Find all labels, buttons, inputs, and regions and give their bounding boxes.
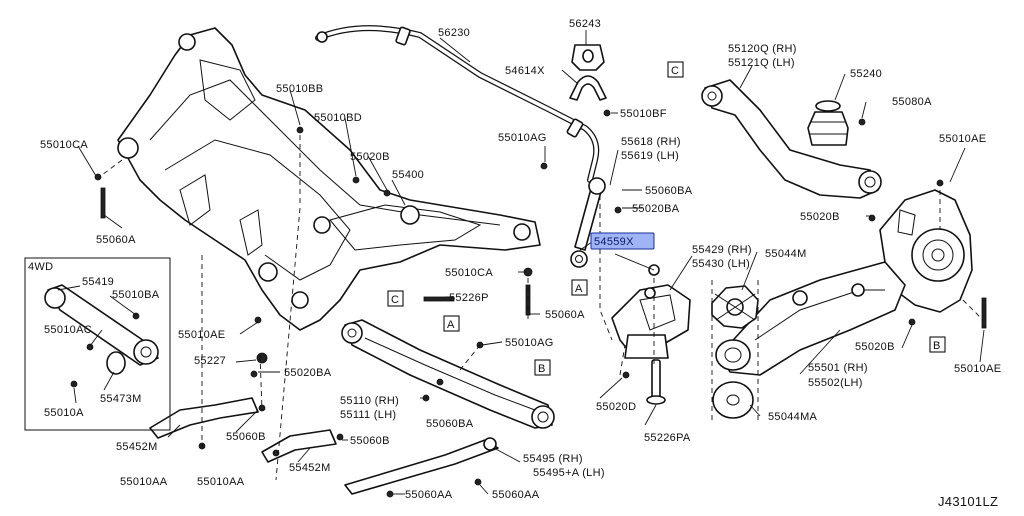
inset-4wd [24,257,171,431]
label-55060BA-top: 55060BA [645,185,693,197]
label-55010BA-inset: 55010BA [112,289,160,301]
label-55501: 55501 (RH) [808,362,868,374]
svg-text:C: C [391,294,399,306]
label-4wd: 4WD [28,261,53,273]
label-55010A: 55010A [44,407,84,419]
svg-text:C: C [671,65,679,77]
label-55020B-right: 55020B [800,211,840,223]
label-55010AA-2: 55010AA [197,476,245,488]
label-55226PA: 55226PA [644,432,691,444]
label-55020B-lower: 55020B [855,341,895,353]
stabilizer-link-54559X [570,177,606,268]
bump-stopper-55240 [807,100,866,146]
spring-seat-lower [715,339,751,371]
callout-a-top: A [571,279,588,296]
label-55080A: 55080A [892,96,932,108]
callout-c-top: C [667,61,684,78]
label-55060BA-mid: 55060BA [426,418,474,430]
figure-code: J43101LZ [938,494,998,509]
label-55060AA-1: 55060AA [405,489,453,501]
label-56230: 56230 [438,27,470,39]
subframe-55400 [117,27,541,331]
label-55010AG-top: 55010AG [498,132,547,144]
label-55020BA-mid: 55020BA [284,367,332,379]
label-55618: 55618 (RH) [621,136,681,148]
callout-a-mid: A [443,315,460,332]
svg-text:B: B [538,363,546,375]
label-55010AA-1: 55010AA [120,476,168,488]
label-55010CA-mid: 55010CA [445,267,493,279]
label-55010AC: 55010AC [44,324,92,336]
leader-lines [57,30,985,495]
svg-text:A: A [575,283,583,295]
label-55010CA-left: 55010CA [40,139,88,151]
svg-text:A: A [447,319,455,331]
label-55452M-mid: 55452M [289,462,331,474]
callout-b-right: B [929,336,946,353]
svg-text:B: B [933,340,941,352]
label-55020D: 55020D [596,401,636,413]
label-55495: 55495 (RH) [523,453,583,465]
callout-c-mid: C [387,290,404,307]
brace-55452M-mid [261,429,337,463]
label-55400: 55400 [392,169,424,181]
label-55020BA-top: 55020BA [632,203,680,215]
spring-seat-55044MA [712,381,754,419]
part-labels: 56230 56243 54614X 55010BF 55010AG 55618… [28,18,1001,509]
label-55473M: 55473M [100,393,142,405]
label-55060B-left: 55060B [226,431,266,443]
lower-link-55110 [341,319,555,429]
label-55010AE-lower: 55010AE [954,363,1001,375]
stabilizer-bushing-56243 [571,44,605,71]
label-55121Q: 55121Q (LH) [728,57,795,69]
label-55619: 55619 (LH) [621,150,679,162]
label-55060A-mid: 55060A [545,309,585,321]
label-55010BF: 55010BF [620,108,667,120]
label-55502: 55502(LH) [808,377,863,389]
label-55495A: 55495+A (LH) [533,467,605,479]
label-55010BB: 55010BB [276,83,323,95]
label-55110: 55110 (RH) [340,395,399,407]
spring-seat-upper-55044M [711,285,759,329]
label-55430: 55430 (LH) [692,258,750,270]
label-55010AE-left: 55010AE [178,329,225,341]
stabilizer-bar-56230 [315,25,600,183]
stabilizer-clamp-54614X [569,75,611,117]
label-55060A-left: 55060A [96,234,136,246]
label-55010BD: 55010BD [314,112,362,124]
label-55111: 55111 (LH) [340,409,396,421]
highlight-54559X[interactable]: 54559X [590,232,655,250]
label-56243: 56243 [569,18,601,30]
label-55226P: 55226P [449,292,489,304]
label-55010AG-mid: 55010AG [505,337,554,349]
lower-arm-55501 [719,261,906,376]
label-55020B-left: 55020B [350,151,390,163]
label-55120Q: 55120Q (RH) [728,43,797,55]
callout-b-mid: B [534,359,551,376]
upper-link-55120Q [701,79,882,199]
label-55419: 55419 [82,276,114,288]
label-55429: 55429 (RH) [692,244,752,256]
label-55060AA-2: 55060AA [492,489,540,501]
bracket-55429 [611,264,691,405]
label-54614X: 54614X [505,65,545,77]
label-55227: 55227 [194,355,226,367]
label-55044MA: 55044MA [768,411,818,423]
label-55452M-left: 55452M [116,441,158,453]
svg-text:54559X: 54559X [594,236,634,248]
label-55010AE-right: 55010AE [939,133,986,145]
label-55060B-mid: 55060B [350,435,390,447]
assembly-lines [97,135,984,481]
label-55240: 55240 [850,68,882,80]
brace-55495 [344,437,499,498]
label-55044M: 55044M [765,248,807,260]
